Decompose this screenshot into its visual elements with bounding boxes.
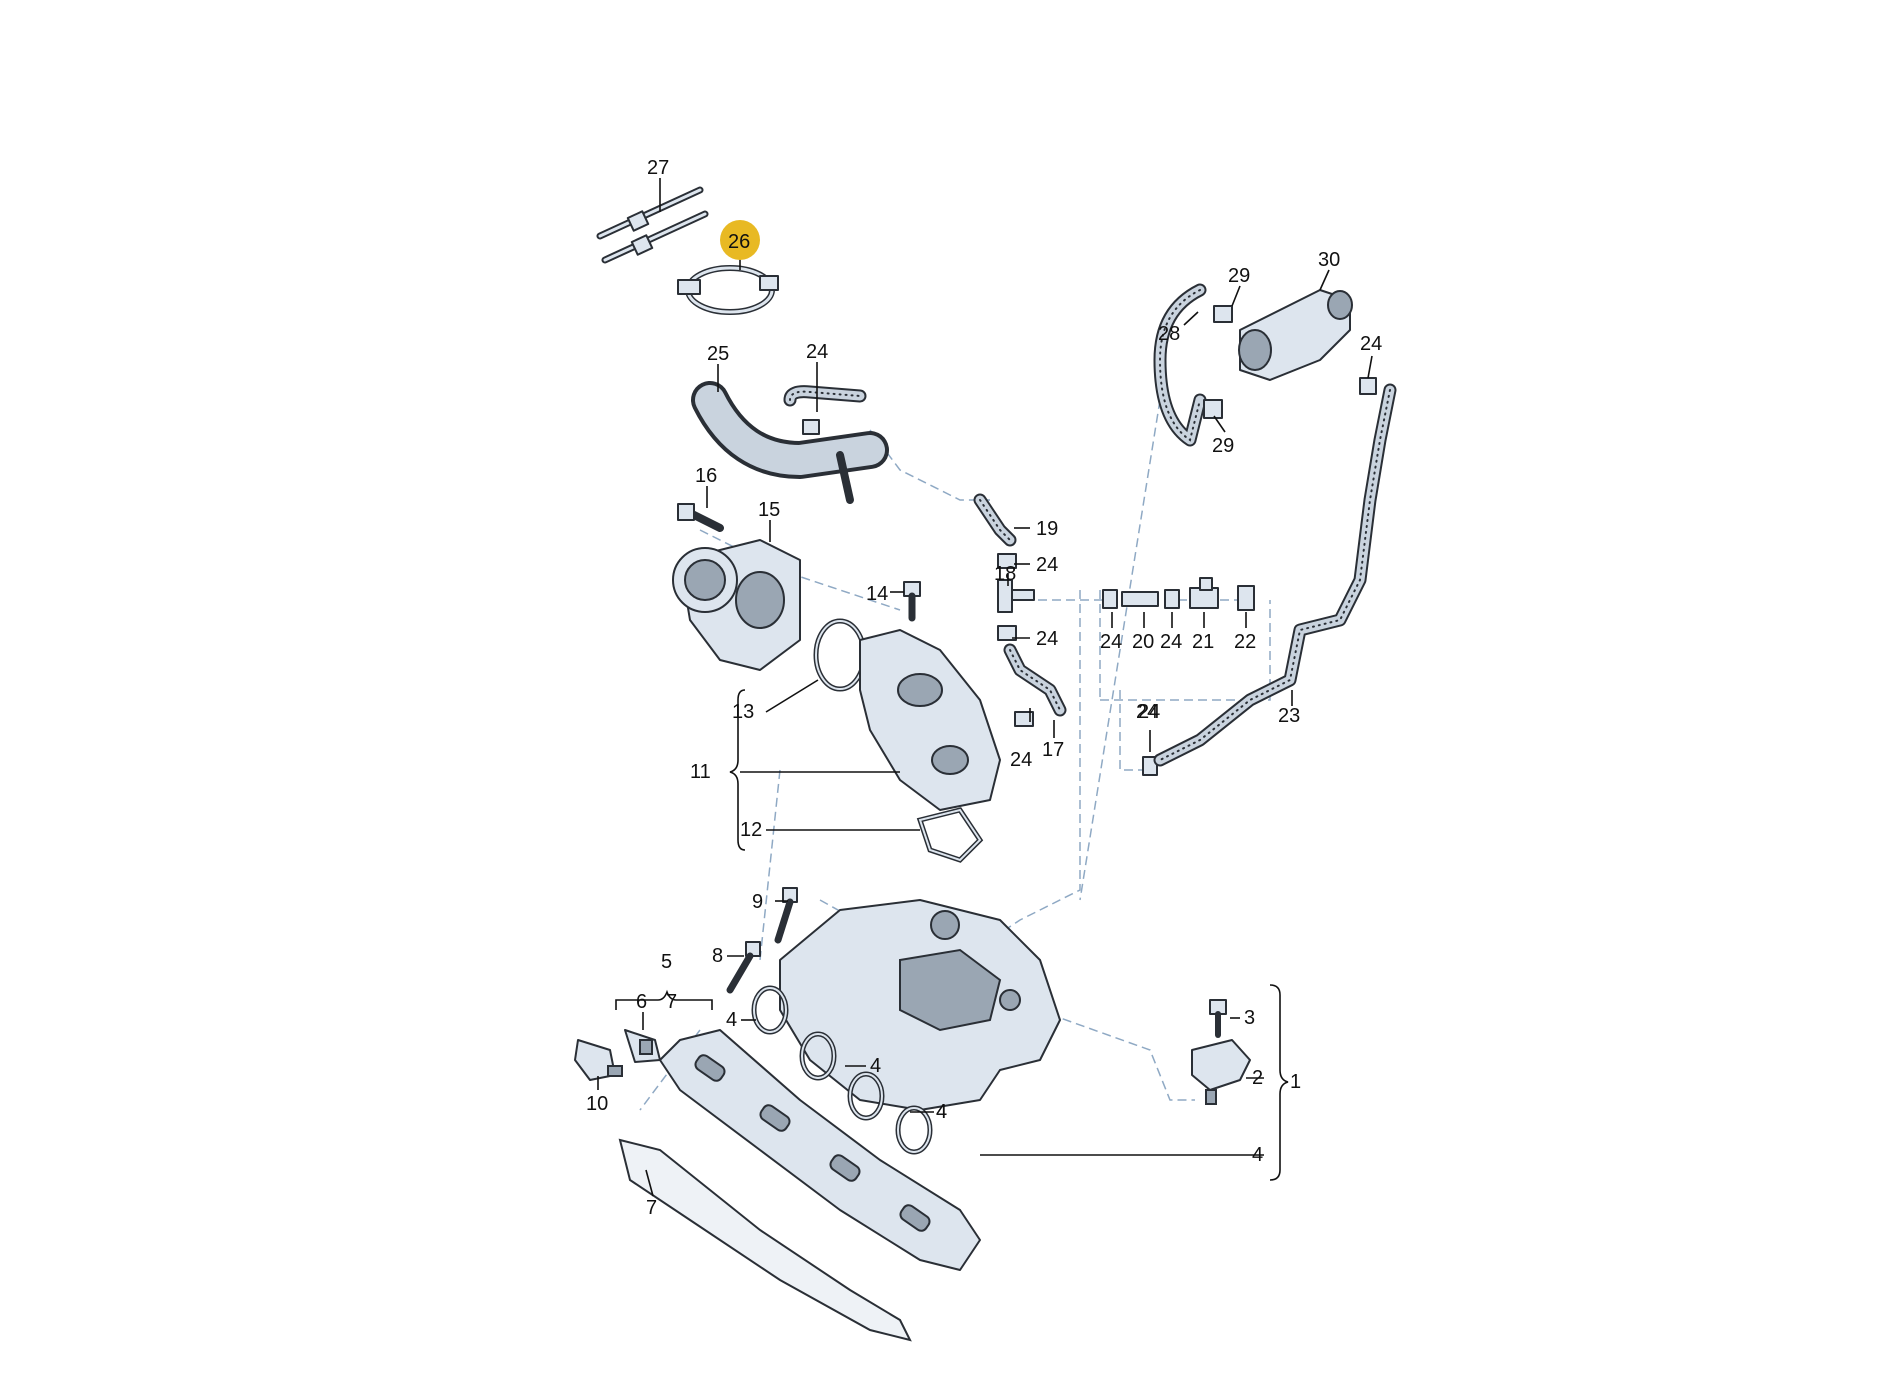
manifold-flange-part-7	[659, 1029, 981, 1271]
callout-15[interactable]: 15	[758, 499, 780, 521]
callout-13[interactable]: 13	[732, 701, 754, 723]
callout-21[interactable]: 21	[1192, 631, 1214, 653]
check-valve-part-21	[1189, 577, 1219, 609]
callout-24-row-a[interactable]: 24	[1100, 631, 1122, 653]
callout-26[interactable]: 26	[728, 231, 750, 253]
hose-clips-part-24	[997, 377, 1377, 776]
callout-9[interactable]: 9	[752, 891, 763, 913]
callout-7-gasket[interactable]: 7	[646, 1197, 657, 1219]
intake-manifold	[779, 899, 1061, 1111]
callout-24-bottom[interactable]: 24	[1136, 701, 1158, 723]
t-connector-part-18	[997, 579, 1035, 613]
callout-28[interactable]: 28	[1158, 323, 1180, 345]
callout-25[interactable]: 25	[707, 343, 729, 365]
callout-19[interactable]: 19	[1036, 518, 1058, 540]
sensor-part-10	[574, 1039, 623, 1081]
hose-clamp-part-26	[677, 265, 779, 315]
callout-30[interactable]: 30	[1318, 249, 1340, 271]
bracket-part-5-group	[615, 989, 713, 1010]
callout-14[interactable]: 14	[866, 583, 888, 605]
callout-2[interactable]: 2	[1252, 1067, 1263, 1089]
callout-5[interactable]: 5	[661, 951, 672, 973]
callout-24-upper[interactable]: 24	[1036, 554, 1058, 576]
callout-3[interactable]: 3	[1244, 1007, 1255, 1029]
bolt-part-8	[726, 941, 761, 994]
callout-4-a[interactable]: 4	[726, 1009, 737, 1031]
seal-ring-part-13	[813, 618, 867, 692]
intake-connector-part-11	[859, 629, 1001, 811]
housing-part-30	[1238, 289, 1353, 381]
callout-18[interactable]: 18	[994, 563, 1016, 585]
hose-part-28	[1153, 283, 1207, 447]
throttle-body-part-15	[672, 539, 801, 671]
hose-part-19	[973, 493, 1017, 547]
bolt-part-14	[903, 581, 921, 622]
cap-part-22	[1237, 585, 1255, 611]
clamp-part-29-lower	[1203, 399, 1223, 419]
callout-4-b[interactable]: 4	[870, 1055, 881, 1077]
bracket-part-11-group	[729, 689, 746, 851]
callout-27[interactable]: 27	[647, 157, 669, 179]
callout-29-upper[interactable]: 29	[1228, 265, 1250, 287]
sensor-part-6	[624, 1029, 661, 1063]
hose-part-17	[1003, 643, 1067, 717]
callout-7-bracket[interactable]: 7	[666, 991, 677, 1013]
manifold-gasket-part-7	[618, 1138, 912, 1342]
callout-17[interactable]: 17	[1042, 739, 1064, 761]
hose-part-23	[1153, 383, 1397, 767]
gasket-part-12	[916, 807, 984, 863]
bolt-part-9	[774, 887, 798, 944]
callout-24-hose[interactable]: 24	[1138, 701, 1160, 723]
callout-4-c[interactable]: 4	[936, 1101, 947, 1123]
callout-23[interactable]: 23	[1278, 705, 1300, 727]
callout-24-row-b[interactable]: 24	[1160, 631, 1182, 653]
callout-29-lower[interactable]: 29	[1212, 435, 1234, 457]
cable-tie-part-27	[596, 186, 709, 264]
callout-22[interactable]: 22	[1234, 631, 1256, 653]
callout-10[interactable]: 10	[586, 1093, 608, 1115]
intake-pipe-part-25	[691, 381, 889, 504]
gaskets-part-4	[751, 985, 933, 1155]
pressure-sensor-part-2	[1191, 1039, 1251, 1105]
bracket-part-1-group	[1269, 984, 1289, 1181]
hose-part-20	[1121, 591, 1159, 607]
callout-16[interactable]: 16	[695, 465, 717, 487]
bolt-part-16	[677, 503, 724, 532]
callout-4-e[interactable]: 4	[936, 1101, 947, 1123]
highlight-marker-26	[720, 220, 760, 260]
callout-24-pipe[interactable]: 24	[806, 341, 828, 363]
bolt-part-3	[1209, 999, 1227, 1038]
clamp-part-29-upper	[1213, 305, 1233, 323]
callout-12[interactable]: 12	[740, 819, 762, 841]
callout-4-d[interactable]: 4	[1252, 1144, 1263, 1166]
callout-8[interactable]: 8	[712, 945, 723, 967]
callout-24-lower[interactable]: 24	[1036, 628, 1058, 650]
callout-24-conn[interactable]: 24	[1010, 749, 1032, 771]
callout-6[interactable]: 6	[636, 991, 647, 1013]
callout-24-right[interactable]: 24	[1360, 333, 1382, 355]
leader-lines	[597, 178, 1373, 1197]
callout-11[interactable]: 11	[690, 761, 711, 783]
callout-20[interactable]: 20	[1132, 631, 1154, 653]
callout-1[interactable]: 1	[1290, 1071, 1301, 1093]
callout-labels: 27 26 25 24 16 15 19 24 18 14 24 24 20 2…	[586, 157, 1382, 1219]
vacuum-hose-upper	[783, 385, 867, 435]
